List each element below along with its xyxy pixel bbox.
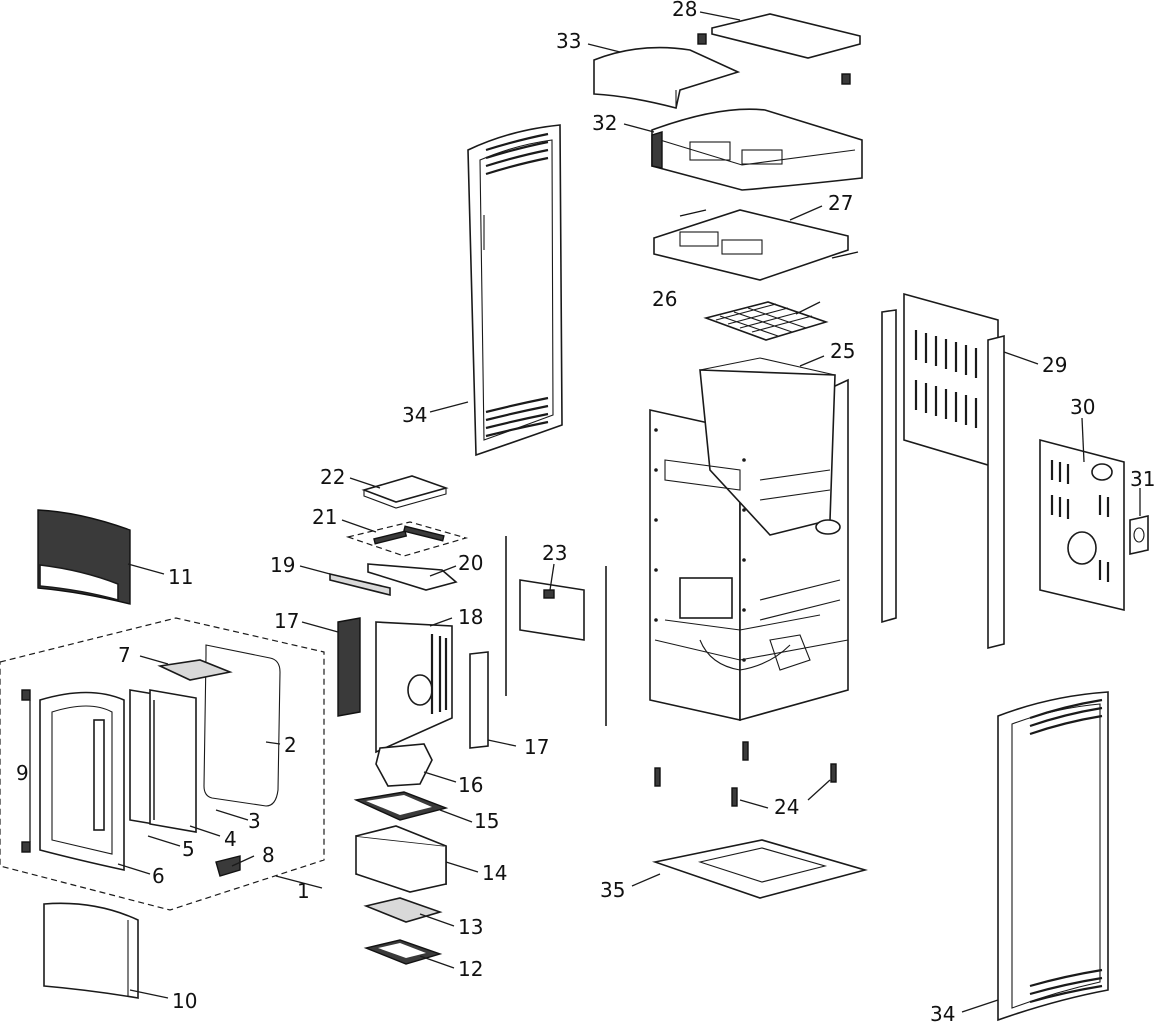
front-panel-10 — [43, 902, 139, 999]
callout-17-left: 17 — [274, 609, 299, 633]
callout-27: 27 — [828, 191, 853, 215]
callout-22: 22 — [320, 465, 345, 489]
top-cover-28 — [697, 13, 861, 85]
side-panel-right — [997, 691, 1109, 1022]
plate-23 — [519, 579, 585, 641]
plate-20 — [367, 563, 458, 591]
callout-8: 8 — [262, 843, 275, 867]
door-frame-6 — [39, 691, 125, 871]
callout-10: 10 — [172, 989, 197, 1013]
gasket-2 — [203, 644, 281, 807]
deflector-18 — [375, 621, 453, 754]
callout-33: 33 — [556, 29, 581, 53]
callout-5: 5 — [182, 837, 195, 861]
callout-31: 31 — [1130, 467, 1155, 491]
baffle-17-right — [469, 651, 489, 749]
burn-pot-16 — [375, 743, 433, 787]
callout-19: 19 — [270, 553, 295, 577]
callout-25: 25 — [830, 339, 855, 363]
callout-2: 2 — [284, 733, 297, 757]
hinges-9 — [21, 689, 31, 853]
callout-16: 16 — [458, 773, 483, 797]
callout-14: 14 — [482, 861, 507, 885]
callout-23: 23 — [542, 541, 567, 565]
callout-12: 12 — [458, 957, 483, 981]
callout-15: 15 — [474, 809, 499, 833]
callout-21: 21 — [312, 505, 337, 529]
callout-24: 24 — [774, 795, 799, 819]
plate-13 — [363, 897, 443, 923]
back-panel-29 — [881, 292, 1005, 650]
side-panel-left — [467, 124, 563, 457]
callout-9: 9 — [16, 761, 29, 785]
base-plate-35 — [651, 839, 868, 899]
ash-drawer-14 — [355, 825, 447, 893]
callout-13: 13 — [458, 915, 483, 939]
callout-28: 28 — [672, 0, 697, 21]
callout-32: 32 — [592, 111, 617, 135]
callout-35: 35 — [600, 878, 625, 902]
callout-34-left: 34 — [402, 403, 427, 427]
callout-18: 18 — [458, 605, 483, 629]
top-frame-32 — [651, 108, 863, 191]
door-assembly-box — [0, 617, 325, 911]
top-lid-33 — [593, 46, 741, 109]
callout-7: 7 — [118, 643, 131, 667]
callout-1: 1 — [297, 879, 310, 903]
callout-17-right: 17 — [524, 735, 549, 759]
back-plate-30 — [1039, 438, 1125, 612]
bracket-7 — [157, 659, 233, 681]
handle-8 — [215, 855, 241, 877]
bar-19 — [329, 572, 391, 597]
gasket-12 — [363, 939, 443, 965]
callout-29: 29 — [1042, 353, 1067, 377]
callout-26: 26 — [652, 287, 677, 311]
plate-22 — [361, 475, 449, 509]
callout-4: 4 — [224, 827, 237, 851]
front-grill-11 — [37, 509, 131, 605]
callout-20: 20 — [458, 551, 483, 575]
grate-26 — [703, 301, 829, 341]
callout-3: 3 — [248, 809, 261, 833]
callout-34-right: 34 — [930, 1002, 955, 1024]
frame-27 — [653, 209, 859, 281]
leader-lines — [29, 11, 1141, 1013]
callout-6: 6 — [152, 864, 165, 888]
flange-31 — [1129, 515, 1149, 555]
screws-24 — [654, 741, 837, 807]
glass-4 — [149, 689, 197, 833]
baffle-17-left — [337, 617, 361, 717]
callout-11: 11 — [168, 565, 193, 589]
callout-30: 30 — [1070, 395, 1095, 419]
gasket-15 — [353, 791, 449, 821]
plates-21 — [345, 521, 469, 557]
callout-labels: 1 2 3 4 5 6 7 8 9 10 11 12 13 14 15 16 1… — [16, 0, 1155, 1024]
main-body-frame — [649, 357, 849, 722]
